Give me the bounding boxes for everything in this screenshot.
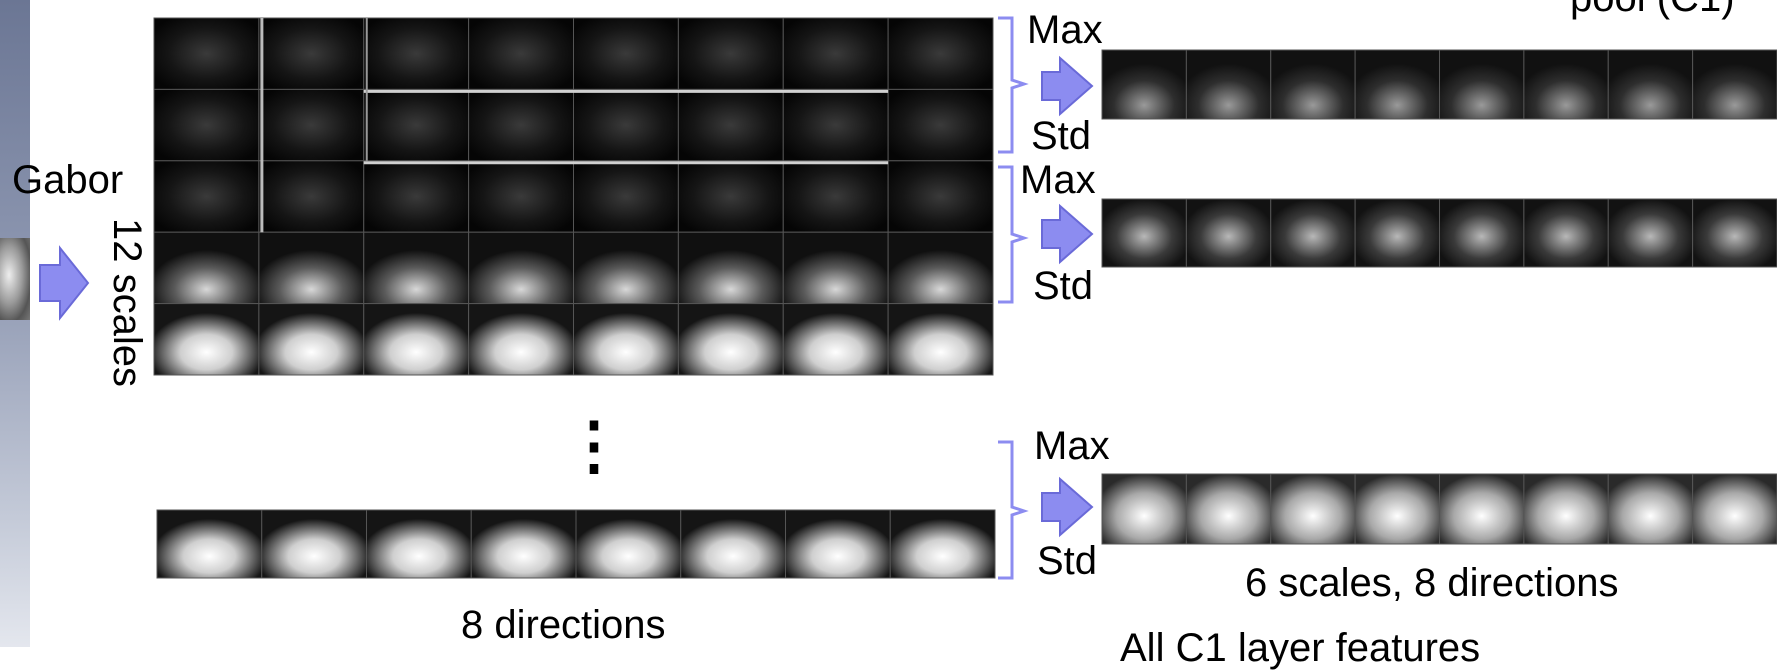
gabor-cell-last-scale	[575, 509, 682, 579]
std-label-2: Std	[1033, 264, 1094, 308]
gabor-cell	[677, 231, 784, 305]
gabor-cell	[468, 160, 574, 233]
pooled-cell	[1523, 49, 1609, 120]
pooled-cell	[1607, 49, 1694, 120]
gabor-cell	[887, 231, 994, 305]
gabor-cell	[363, 231, 470, 305]
gabor-cell	[258, 88, 365, 162]
max-label-1: Max	[1027, 8, 1103, 52]
slide-sidebar	[0, 0, 30, 647]
pooled-cell	[1439, 198, 1525, 268]
gabor-cell-last-scale	[889, 509, 996, 579]
gabor-cell	[258, 160, 365, 233]
gabor-cell	[153, 303, 260, 376]
gabor-cell	[782, 303, 889, 376]
pooled-cell	[1523, 473, 1609, 545]
pooled-cell	[1185, 473, 1272, 545]
gabor-cell-last-scale	[470, 509, 577, 579]
gabor-cell-last-scale	[261, 509, 367, 579]
pooled-cell	[1101, 49, 1187, 120]
gabor-cell	[677, 160, 784, 233]
directions-label: 8 directions	[461, 603, 666, 647]
gabor-cell-last-scale	[785, 509, 891, 579]
top-partial-caption: pool (C1)	[1570, 0, 1735, 18]
pooled-cell	[1270, 49, 1356, 120]
max-label-3: Max	[1034, 424, 1110, 468]
gabor-cell	[153, 17, 260, 90]
pooled-cell	[1439, 49, 1525, 120]
gabor-cell	[782, 88, 889, 162]
gabor-cell	[887, 160, 994, 233]
gabor-cell	[468, 88, 574, 162]
gabor-response-grid	[153, 17, 994, 376]
gabor-cell	[363, 17, 470, 90]
pooled-cell	[1185, 198, 1272, 268]
gabor-cell	[782, 160, 889, 233]
diagram-canvas	[39, 16, 1777, 580]
gabor-cell	[573, 160, 679, 233]
gabor-cell	[677, 303, 784, 376]
gabor-cell	[153, 88, 260, 162]
gabor-cell	[573, 17, 679, 90]
arrow-right-icon	[1041, 55, 1094, 538]
gabor-cell	[782, 17, 889, 90]
gabor-cell	[468, 231, 574, 305]
pooled-cell	[1101, 198, 1187, 268]
gabor-cell-last-scale	[156, 509, 263, 579]
gabor-cell	[363, 303, 470, 376]
std-label-1: Std	[1031, 114, 1092, 158]
pooled-cell	[1439, 473, 1525, 545]
scales-label: 12 scales	[105, 218, 149, 387]
gabor-cell	[468, 303, 574, 376]
gabor-cell	[782, 231, 889, 305]
gabor-cell	[887, 303, 994, 376]
pooled-output-strips	[1101, 49, 1777, 545]
pooled-cell	[1270, 473, 1356, 545]
pooled-cell	[1692, 473, 1777, 545]
pooled-cell	[1523, 198, 1609, 268]
pooled-caption: 6 scales, 8 directions	[1245, 561, 1619, 605]
gabor-cell-last-scale	[680, 509, 786, 579]
pooled-cell	[1607, 198, 1694, 268]
gabor-cell	[677, 17, 784, 90]
input-face-thumbnail	[0, 238, 30, 320]
pooled-cell	[1354, 473, 1440, 545]
gabor-cell	[573, 231, 679, 305]
gabor-label: Gabor	[12, 158, 124, 202]
gabor-cell	[887, 88, 994, 162]
bottom-partial-caption: All C1 layer features	[1120, 626, 1481, 670]
gabor-cell	[258, 303, 365, 376]
pooled-cell	[1354, 198, 1440, 268]
gabor-cell	[887, 17, 994, 90]
gabor-cell-last-scale	[366, 509, 472, 579]
max-label-2: Max	[1020, 158, 1096, 202]
input-arrow-icon	[39, 245, 90, 321]
gabor-cell	[258, 231, 365, 305]
gabor-response-strip-last-scale	[156, 509, 996, 579]
pooled-cell	[1101, 473, 1187, 545]
gabor-cell	[573, 88, 679, 162]
std-label-3: Std	[1037, 539, 1098, 583]
pooled-cell	[1692, 49, 1777, 120]
pooled-cell	[1607, 473, 1694, 545]
ellipsis-icon: ⋮	[562, 409, 626, 481]
gabor-cell	[153, 160, 260, 233]
gabor-cell	[573, 303, 679, 376]
gabor-cell	[153, 231, 260, 305]
pooled-cell	[1270, 198, 1356, 268]
pooled-cell	[1354, 49, 1440, 120]
pooled-cell	[1692, 198, 1777, 268]
gabor-cell	[363, 88, 470, 162]
gabor-cell	[468, 17, 574, 90]
pooled-cell	[1185, 49, 1272, 120]
gabor-cell	[677, 88, 784, 162]
gabor-cell	[258, 17, 365, 90]
brace-icon	[998, 16, 1029, 580]
gabor-cell	[363, 160, 470, 233]
